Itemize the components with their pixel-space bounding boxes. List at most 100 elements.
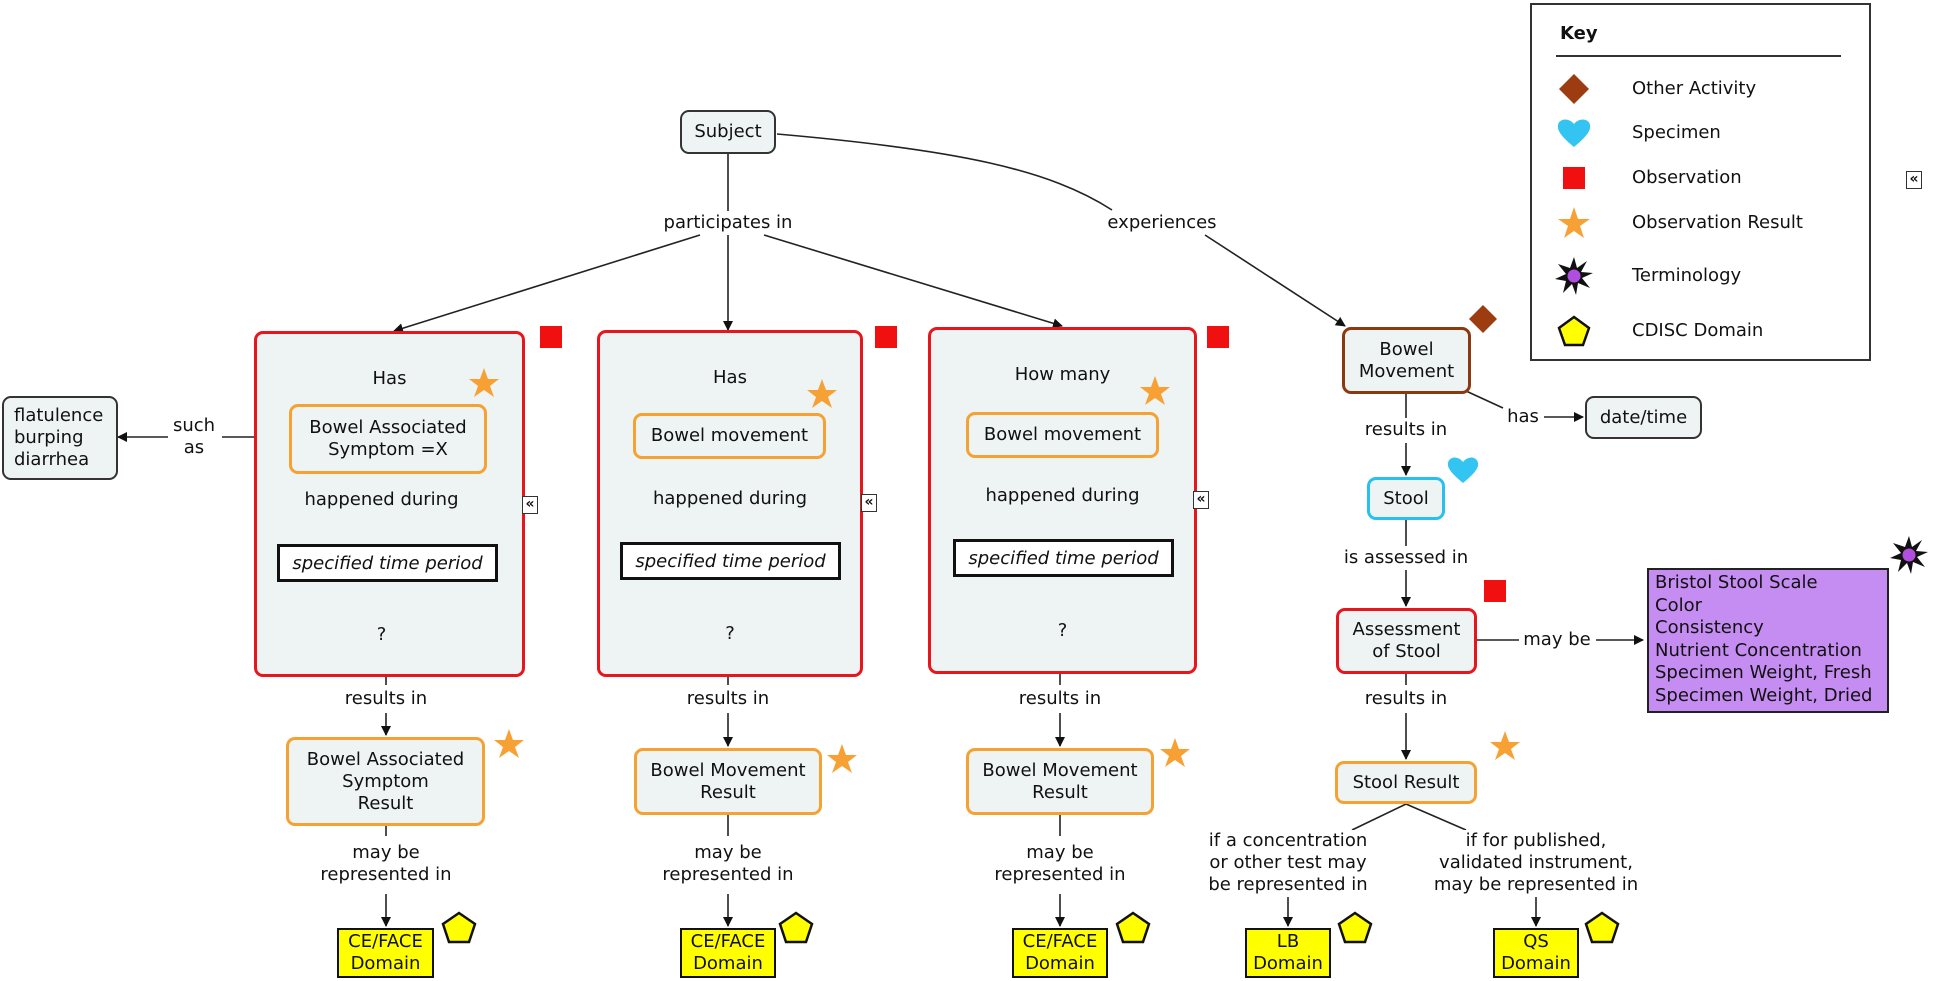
observation-group-has-bm[interactable]: Has Bowel movement happened during speci… (597, 330, 863, 677)
stool-result-node[interactable]: Stool Result (1335, 761, 1477, 804)
star-icon (469, 368, 499, 397)
legend-label: Observation Result (1632, 212, 1803, 233)
legend-item-terminology: Terminology (1554, 256, 1854, 296)
ce-face-domain-node[interactable]: CE/FACE Domain (680, 928, 776, 978)
symptom-examples-node[interactable]: flatulence burping diarrhea (2, 396, 118, 480)
link-label-results-in: results in (1361, 419, 1451, 441)
link-label-such-as: such as (169, 415, 219, 459)
collapse-toggle-icon[interactable]: « (861, 494, 877, 512)
legend-divider (1556, 55, 1841, 57)
link-label-may-be: may be (1520, 629, 1594, 651)
assessment-of-stool-node[interactable]: Assessment of Stool (1336, 608, 1477, 674)
star-icon (1490, 731, 1520, 760)
bowel-movement-node[interactable]: Bowel Movement (1342, 327, 1471, 394)
bowel-movement-concept-node[interactable]: Bowel movement (966, 412, 1159, 458)
link-label-experiences: experiences (1104, 212, 1220, 234)
link-label-may-be-represented: may be represented in (991, 842, 1129, 886)
star-icon (1140, 376, 1170, 405)
square-icon (1563, 167, 1585, 189)
star-icon (1558, 207, 1590, 238)
link-label-may-be-represented: may be represented in (659, 842, 797, 886)
link-label-results-in: results in (1015, 688, 1105, 710)
bowel-symptom-result-node[interactable]: Bowel Associated Symptom Result (286, 737, 485, 826)
link-label-if-published: if for published, validated instrument, … (1430, 830, 1642, 896)
time-period-node[interactable]: specified time period (953, 539, 1174, 577)
heart-icon (1447, 457, 1479, 483)
legend-key: Key Other Activity Specimen Observation … (1530, 3, 1871, 361)
terminology-list-node[interactable]: Bristol Stool Scale Color Consistency Nu… (1647, 568, 1889, 713)
group-title: Has (372, 368, 407, 389)
square-icon (1207, 326, 1229, 348)
link-to-group3 (763, 234, 1063, 329)
heart-icon (1557, 119, 1591, 147)
legend-collapse-icon[interactable]: « (1906, 171, 1922, 189)
link-bm-has (1465, 390, 1504, 409)
question-mark: ? (376, 624, 387, 645)
star-icon (1160, 738, 1190, 767)
observation-group-symptom[interactable]: Has Bowel Associated Symptom =X happened… (254, 331, 525, 677)
link-label-may-be-represented: may be represented in (317, 842, 455, 886)
ce-face-domain-node[interactable]: CE/FACE Domain (1012, 928, 1108, 978)
pentagon-icon (778, 911, 814, 944)
happened-during-label: happened during (652, 488, 808, 509)
link-experiences-bm (1204, 234, 1346, 327)
happened-during-label: happened during (304, 489, 459, 510)
qs-domain-node[interactable]: QS Domain (1493, 928, 1579, 978)
pentagon-icon (1557, 315, 1591, 347)
collapse-toggle-icon[interactable]: « (522, 496, 538, 514)
legend-item-cdisc-domain: CDISC Domain (1554, 311, 1854, 351)
lb-domain-node[interactable]: LB Domain (1245, 928, 1331, 978)
bowel-associated-symptom-node[interactable]: Bowel Associated Symptom =X (289, 404, 487, 474)
square-icon (1484, 580, 1506, 602)
legend-item-observation-result: Observation Result (1554, 203, 1854, 243)
stool-node[interactable]: Stool (1367, 477, 1445, 520)
link-label-results-in: results in (1361, 688, 1451, 710)
time-period-node[interactable]: specified time period (620, 542, 841, 580)
link-to-group1 (393, 234, 701, 334)
pentagon-icon (1115, 911, 1151, 944)
link-sr-concentration (1351, 803, 1407, 831)
question-mark: ? (725, 623, 735, 644)
date-time-node[interactable]: date/time (1585, 396, 1702, 439)
bowel-movement-result-node[interactable]: Bowel Movement Result (634, 748, 822, 815)
legend-label: Observation (1632, 167, 1742, 188)
pentagon-icon (1584, 911, 1620, 944)
link-label-results-in: results in (683, 688, 773, 710)
square-icon (875, 326, 897, 348)
link-label-if-concentration: if a concentration or other test may be … (1205, 830, 1371, 896)
link-label-results-in: results in (341, 688, 431, 710)
group-title: Has (713, 367, 747, 388)
link-subject-experiences (776, 133, 1113, 211)
happened-during-label: happened during (985, 485, 1140, 506)
legend-item-specimen: Specimen (1554, 113, 1854, 153)
legend-item-observation: Observation (1554, 158, 1854, 198)
group-title: How many (1014, 364, 1111, 385)
star-icon (494, 729, 524, 758)
star-icon (807, 379, 837, 408)
legend-item-other-activity: Other Activity (1554, 69, 1854, 109)
pentagon-icon (1337, 911, 1373, 944)
diamond-icon (1559, 74, 1589, 104)
pentagon-icon (441, 911, 477, 944)
burst-icon (1555, 257, 1593, 295)
legend-label: Specimen (1632, 122, 1721, 143)
time-period-node[interactable]: specified time period (277, 544, 498, 582)
legend-title: Key (1560, 23, 1598, 44)
diamond-icon (1469, 305, 1497, 333)
subject-node[interactable]: Subject (680, 110, 776, 154)
link-label-participates-in: participates in (660, 212, 796, 234)
bowel-movement-result-node[interactable]: Bowel Movement Result (966, 748, 1154, 815)
legend-label: Other Activity (1632, 78, 1757, 99)
collapse-toggle-icon[interactable]: « (1193, 491, 1209, 509)
link-sr-published (1405, 803, 1467, 831)
question-mark: ? (1057, 620, 1068, 641)
link-label-is-assessed-in: is assessed in (1340, 547, 1472, 569)
burst-icon (1890, 536, 1928, 574)
square-icon (540, 326, 562, 348)
star-icon (827, 744, 857, 773)
legend-label: Terminology (1632, 265, 1742, 286)
bowel-movement-concept-node[interactable]: Bowel movement (633, 413, 826, 459)
ce-face-domain-node[interactable]: CE/FACE Domain (337, 928, 434, 978)
